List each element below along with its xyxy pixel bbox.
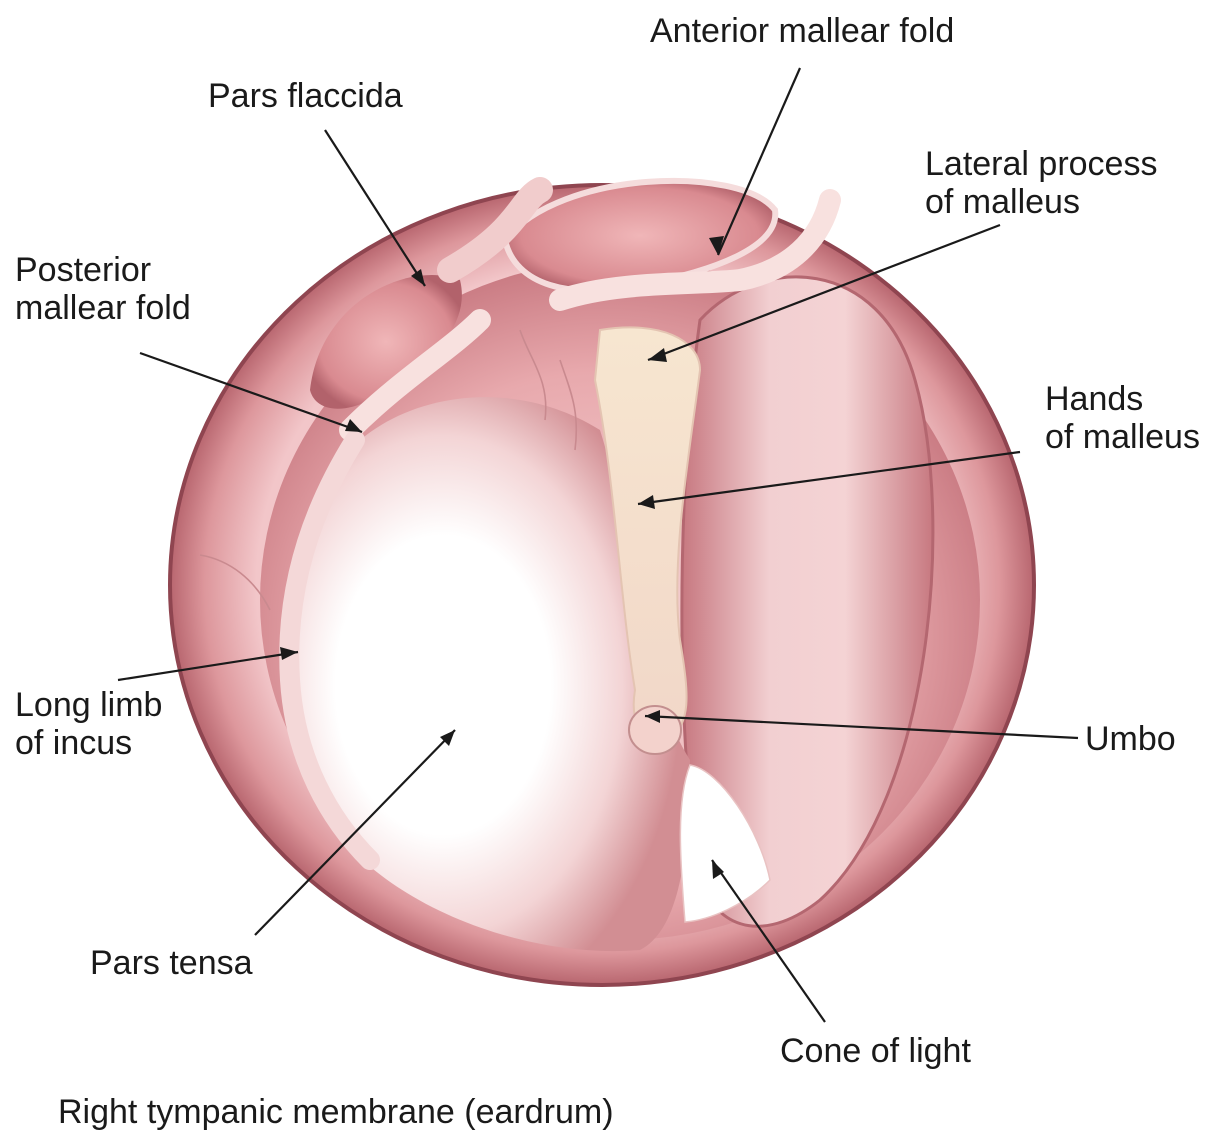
label-pars-tensa: Pars tensa [90, 944, 253, 982]
label-lateral-process-line2: of malleus [925, 183, 1080, 221]
figure-caption: Right tympanic membrane (eardrum) [58, 1093, 614, 1131]
label-cone-of-light: Cone of light [780, 1032, 971, 1070]
label-posterior-mallear-fold-line1: Posterior [15, 251, 151, 289]
label-posterior-mallear-fold-line2: mallear fold [15, 289, 191, 327]
label-long-limb-line1: Long limb [15, 686, 162, 724]
label-umbo: Umbo [1085, 720, 1176, 758]
label-lateral-process-line1: Lateral process [925, 145, 1157, 183]
label-anterior-mallear-fold: Anterior mallear fold [650, 12, 954, 50]
label-pars-flaccida: Pars flaccida [208, 77, 403, 115]
label-handle-of-malleus-line2: of malleus [1045, 418, 1200, 456]
label-handle-of-malleus-line1: Hands [1045, 380, 1143, 418]
label-long-limb-line2: of incus [15, 724, 132, 762]
